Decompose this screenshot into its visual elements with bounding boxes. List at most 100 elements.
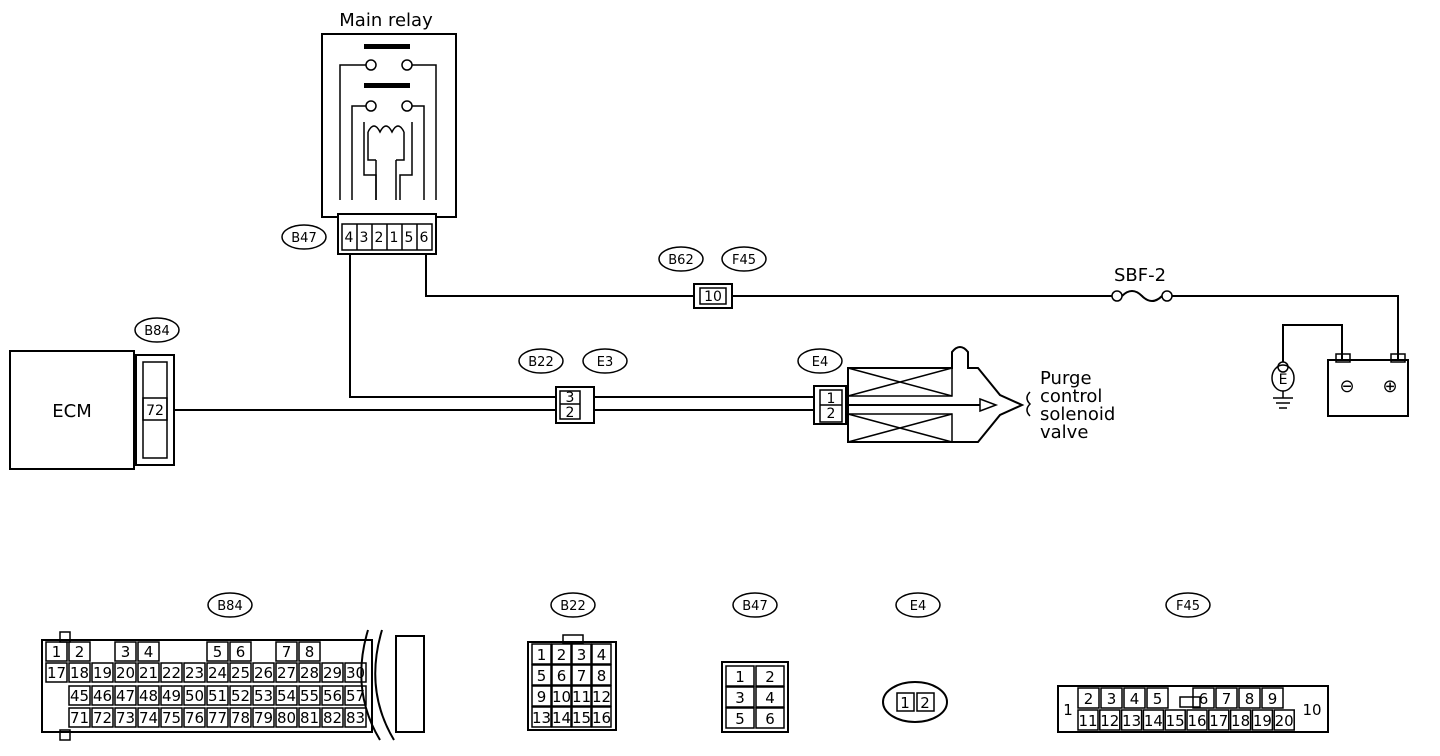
pin-cell: [591, 706, 612, 728]
svg-text:B84: B84: [144, 324, 169, 339]
pin-number: 20: [116, 664, 135, 682]
pin-number: 13: [1122, 712, 1141, 730]
svg-text:B47: B47: [742, 599, 767, 614]
pin-cell: [1215, 687, 1238, 709]
pin-number: 3: [1107, 690, 1117, 708]
pin-cell: [1100, 687, 1123, 709]
pin-cell: [206, 707, 229, 728]
pin-number: 2: [765, 668, 775, 686]
pin-cell: [755, 665, 785, 687]
pin-number: 18: [1231, 712, 1250, 730]
pin-cell: [252, 707, 275, 728]
pin-number: 26: [254, 664, 273, 682]
pin-cell: [68, 641, 91, 662]
pin-cell: [206, 641, 229, 662]
pin-cell: [45, 662, 68, 683]
pin-number: 20: [1275, 712, 1294, 730]
pin-number: 15: [572, 709, 591, 727]
pin-cell: [68, 707, 91, 728]
pin-number: 2: [557, 646, 567, 664]
pin-cell: [252, 685, 275, 706]
pin-cell: [275, 707, 298, 728]
pin-cell: [531, 664, 552, 686]
svg-text:B22: B22: [528, 355, 553, 370]
pin-number: 5: [1153, 690, 1163, 708]
b47-tag: B47: [281, 224, 327, 250]
fuse-sbf2: SBF-2: [1111, 265, 1173, 302]
b84-tag: B84: [134, 317, 180, 343]
pin-number: 79: [254, 709, 273, 727]
pin-cell: [755, 686, 785, 708]
pin-number: 75: [162, 709, 181, 727]
ground-symbol: E: [1271, 361, 1295, 409]
pin-number: 45: [70, 687, 89, 705]
pin-cell: [1142, 709, 1165, 731]
svg-text:⊖: ⊖: [1339, 376, 1354, 397]
pin-number: 25: [231, 664, 250, 682]
pin-number: 1: [52, 643, 62, 661]
pin-number: 52: [231, 687, 250, 705]
pin-number: 83: [346, 709, 365, 727]
pin-number: 81: [300, 709, 319, 727]
relay-pin: 2: [375, 230, 384, 246]
pin-number: 2: [1084, 690, 1094, 708]
pin-number: 4: [144, 643, 154, 661]
pin-number: 8: [597, 667, 607, 685]
pin-number: 23: [185, 664, 204, 682]
pin-number: 11: [1078, 712, 1097, 730]
svg-text:E4: E4: [812, 355, 829, 370]
pin-cell: [1238, 687, 1261, 709]
pin-number: 57: [346, 687, 365, 705]
pin-number: 76: [185, 709, 204, 727]
pin-cell: [206, 685, 229, 706]
pin-cell: [183, 707, 206, 728]
pin-number: 53: [254, 687, 273, 705]
solenoid-label: Purge control solenoid valve: [1040, 368, 1115, 443]
pin-number: 13: [532, 709, 551, 727]
svg-text:E3: E3: [597, 355, 614, 370]
pin-number: 7: [1222, 690, 1232, 708]
pin-cell: [551, 685, 572, 707]
pin-number: 73: [116, 709, 135, 727]
pin-cell: [114, 685, 137, 706]
pin-number: 51: [208, 687, 227, 705]
pin-number: 46: [93, 687, 112, 705]
pin-number: 7: [577, 667, 587, 685]
pin-number: 1: [735, 668, 745, 686]
svg-text:solenoid: solenoid: [1040, 404, 1115, 425]
svg-text:1: 1: [827, 391, 836, 407]
pin-number: 19: [1253, 712, 1272, 730]
pin-cell: [137, 641, 160, 662]
pin-number: 48: [139, 687, 158, 705]
wires: [168, 254, 1399, 411]
connector-e4-view: E4 1 2: [882, 592, 948, 723]
pin-number: 3: [735, 689, 745, 707]
pin-number: 80: [277, 709, 296, 727]
pin-cell: [1164, 709, 1186, 731]
pin-cell: [725, 707, 755, 729]
pin-cell: [275, 662, 298, 683]
pin-cell: [137, 685, 160, 706]
pin-number: 2: [75, 643, 85, 661]
pin-number: 9: [537, 688, 547, 706]
pin-number: 5: [537, 667, 547, 685]
pin-number: 74: [139, 709, 158, 727]
pin-number: 28: [300, 664, 319, 682]
pin-number: 5: [213, 643, 223, 661]
pin-number: 17: [47, 664, 66, 682]
pin-cell: [531, 706, 552, 728]
pin-cell: [275, 685, 298, 706]
svg-text:B62: B62: [668, 253, 693, 268]
pin-number: 16: [592, 709, 611, 727]
pin-cell: [725, 665, 755, 687]
pin-cell: [229, 641, 252, 662]
svg-text:E4: E4: [910, 599, 927, 614]
pin-cell: [1186, 709, 1208, 731]
pin-cell: [1077, 709, 1099, 731]
pin-number: 9: [1268, 690, 1278, 708]
pin-cell: [298, 707, 321, 728]
svg-text:E: E: [1279, 372, 1288, 388]
pin-number: 5: [735, 710, 745, 728]
